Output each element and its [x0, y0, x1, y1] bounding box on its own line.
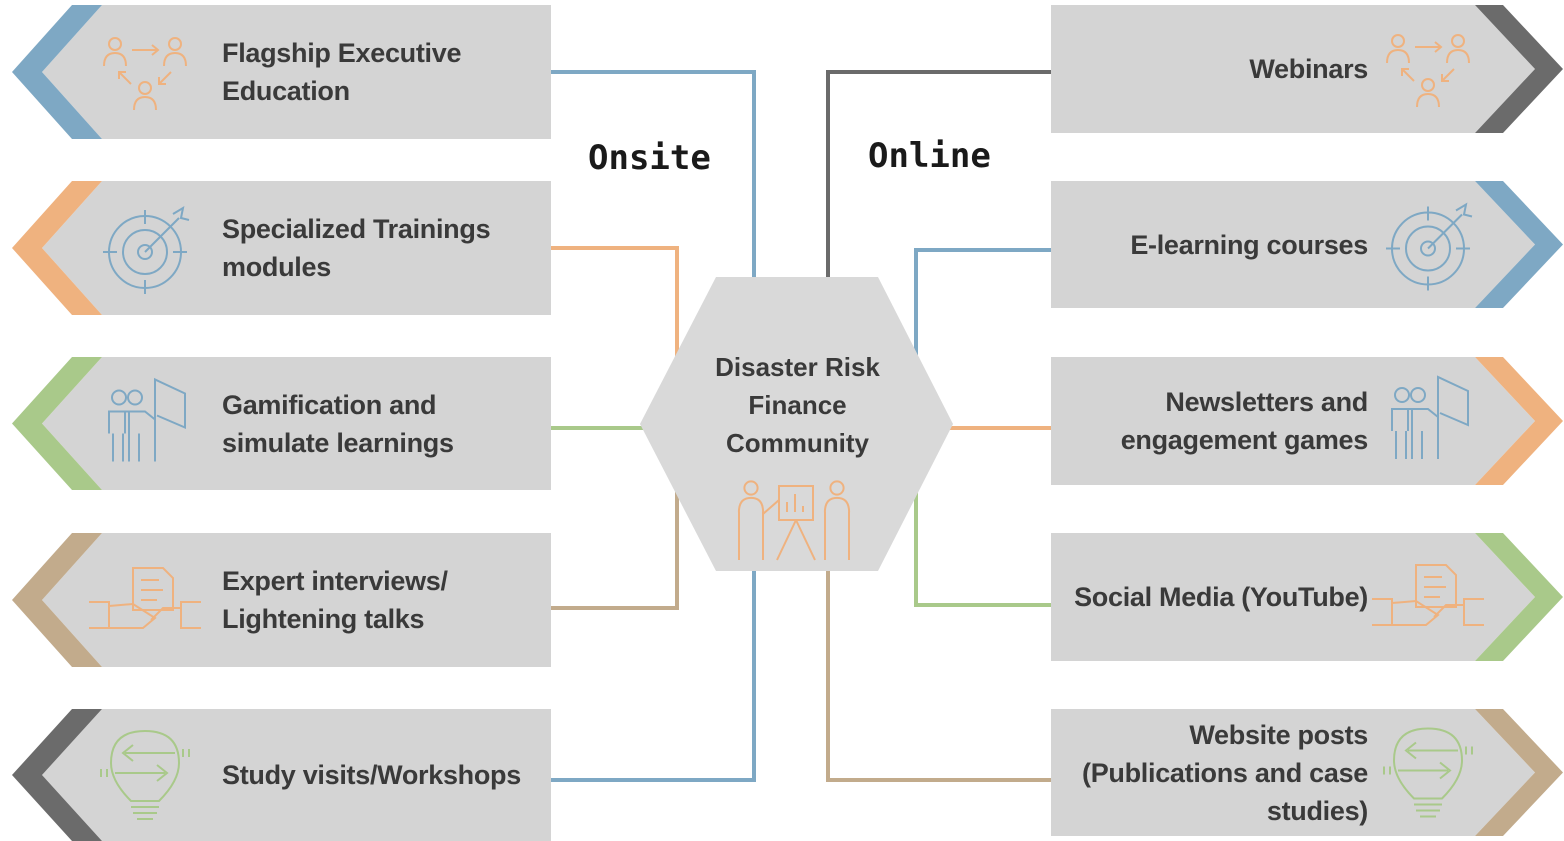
cards-layer: [12, 5, 1563, 841]
card-label-line: Study visits/Workshops: [222, 760, 521, 790]
card-chevron-accent: [12, 5, 102, 139]
card-chevron-accent: [1475, 533, 1563, 661]
onsite-card-label: Study visits/Workshops: [222, 709, 542, 841]
onsite-card: [12, 357, 551, 490]
card-chevron-accent: [12, 181, 102, 315]
card-body: [42, 533, 551, 667]
onsite-card: [12, 709, 551, 841]
card-label-line: Education: [222, 76, 350, 106]
onsite-title: Onsite: [588, 138, 711, 178]
online-title: Online: [868, 136, 991, 176]
card-body: [1051, 533, 1535, 661]
online-card: [1051, 181, 1563, 308]
card-body: [42, 357, 551, 490]
card-label-line: Newsletters and: [1165, 387, 1368, 417]
handshake-document-icon: [1372, 564, 1484, 626]
card-label-line: E-learning courses: [1130, 229, 1368, 260]
card-chevron-accent: [12, 709, 102, 841]
online-card: [1051, 357, 1563, 485]
team-flag-icon: [108, 377, 186, 462]
card-body: [42, 709, 551, 841]
hub-shape: [640, 277, 953, 571]
online-card-label: Webinars: [1038, 5, 1368, 133]
hub-label-line: Finance: [748, 390, 847, 420]
card-body: [42, 5, 551, 139]
online-card: [1051, 533, 1563, 661]
card-label-line: Website posts: [1189, 719, 1368, 750]
target-icon: [1386, 202, 1473, 291]
card-chevron-accent: [1475, 5, 1563, 133]
lightbulb-arrows-icon: [100, 729, 190, 820]
onsite-card-label: Specialized Trainings modules: [222, 181, 542, 315]
card-label-line: simulate learnings: [222, 427, 454, 458]
hub-label: Disaster Risk Finance Community: [690, 348, 905, 462]
online-card: [1051, 709, 1563, 836]
hub-label-line: Disaster Risk: [715, 352, 880, 382]
card-label-line: Flagship Executive: [222, 38, 462, 68]
card-label-line: Specialized Trainings: [222, 214, 491, 244]
people-network-icon: [103, 37, 187, 111]
people-network-icon: [1386, 34, 1470, 108]
card-body: [42, 181, 551, 315]
card-label-line: Expert interviews/: [222, 566, 448, 596]
card-label-line: studies): [1266, 795, 1368, 826]
online-card-label: Newsletters and engagement games: [1038, 357, 1369, 485]
card-body: [1051, 181, 1535, 308]
onsite-card-label: Expert interviews/Lightening talks: [222, 533, 542, 667]
hub-hexagon: [640, 277, 953, 571]
card-label-line: Webinars: [1249, 54, 1368, 84]
card-label-line: modules: [222, 252, 331, 282]
online-card: [1051, 5, 1563, 133]
onsite-card: [12, 181, 551, 315]
target-icon: [103, 205, 190, 294]
card-body: [1051, 5, 1535, 133]
card-chevron-accent: [12, 533, 102, 667]
card-label-line: (Publications and case: [1082, 757, 1368, 788]
card-chevron-accent: [12, 357, 102, 490]
card-label-line: Lightening talks: [222, 604, 425, 634]
presentation-icon: [737, 480, 851, 561]
team-flag-icon: [1391, 375, 1469, 459]
card-label-line: Social Media (YouTube): [1074, 582, 1368, 612]
card-chevron-accent: [1475, 357, 1563, 485]
lightbulb-arrows-icon: [1383, 727, 1473, 818]
online-card-label: Social Media (YouTube): [1038, 533, 1368, 661]
handshake-document-icon: [89, 567, 201, 629]
hub-label-line: Community: [726, 428, 869, 458]
online-card-label: E-learning courses: [1038, 181, 1368, 308]
onsite-card: [12, 5, 551, 139]
onsite-card: [12, 533, 551, 667]
card-chevron-accent: [1475, 181, 1563, 308]
onsite-card-label: Gamification and simulate learnings: [222, 357, 542, 490]
card-label-line: engagement games: [1120, 425, 1369, 455]
card-label-line: Gamification and: [222, 389, 437, 420]
card-chevron-accent: [1475, 709, 1563, 836]
online-card-label: Website posts (Publications and case studi…: [1038, 709, 1368, 836]
